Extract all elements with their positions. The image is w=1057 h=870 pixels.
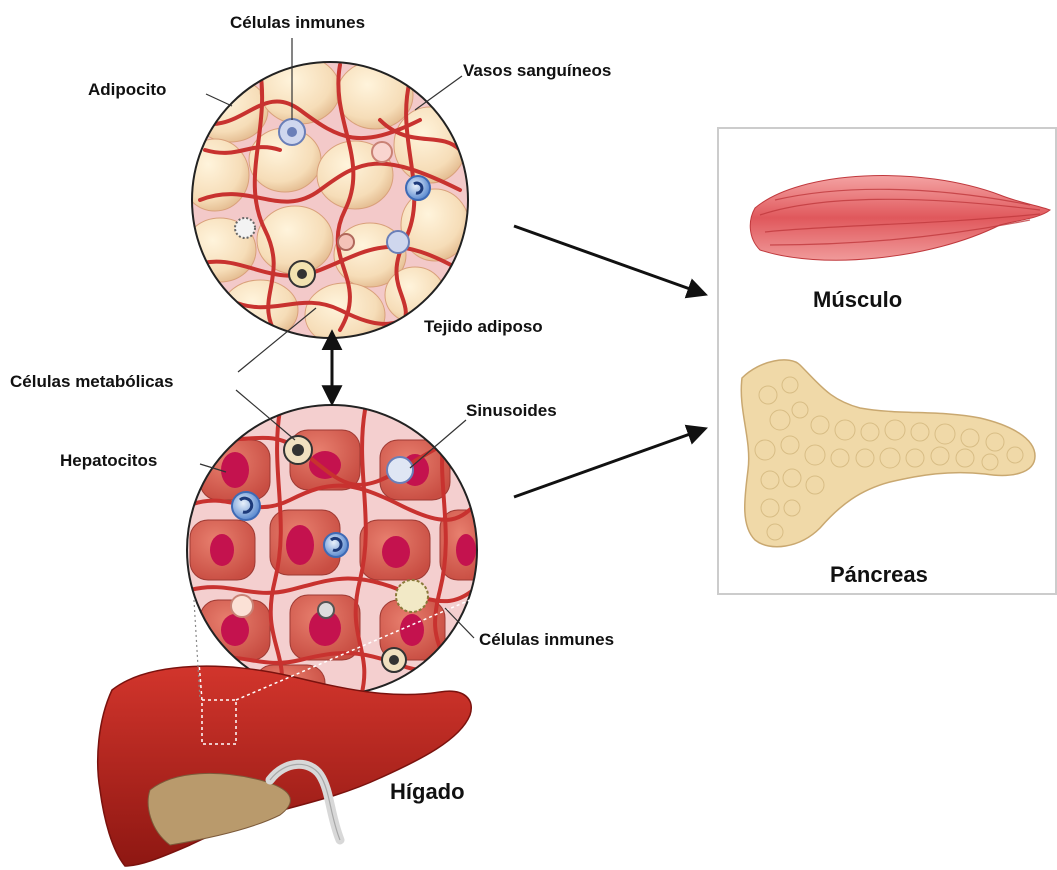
label-muscle: Músculo: [813, 289, 902, 311]
label-adipose-tissue: Tejido adiposo: [424, 318, 543, 335]
label-metabolic-cells: Células metabólicas: [10, 373, 173, 390]
label-immune-cells-top: Células inmunes: [230, 14, 365, 31]
label-immune-cells-bottom: Células inmunes: [479, 631, 614, 648]
label-blood-vessels: Vasos sanguíneos: [463, 62, 611, 79]
liver-organ: [98, 666, 472, 866]
label-hepatocytes: Hepatocitos: [60, 452, 157, 469]
label-adipocyte: Adipocito: [88, 81, 166, 98]
label-sinusoids: Sinusoides: [466, 402, 557, 419]
adipose-tissue-circle: [181, 56, 469, 347]
liver-tissue-circle: [187, 405, 490, 705]
arrow-liver-to-pancreas: [514, 429, 704, 497]
label-pancreas: Páncreas: [830, 564, 928, 586]
label-liver: Hígado: [390, 781, 465, 803]
arrow-adipose-to-muscle: [514, 226, 704, 294]
